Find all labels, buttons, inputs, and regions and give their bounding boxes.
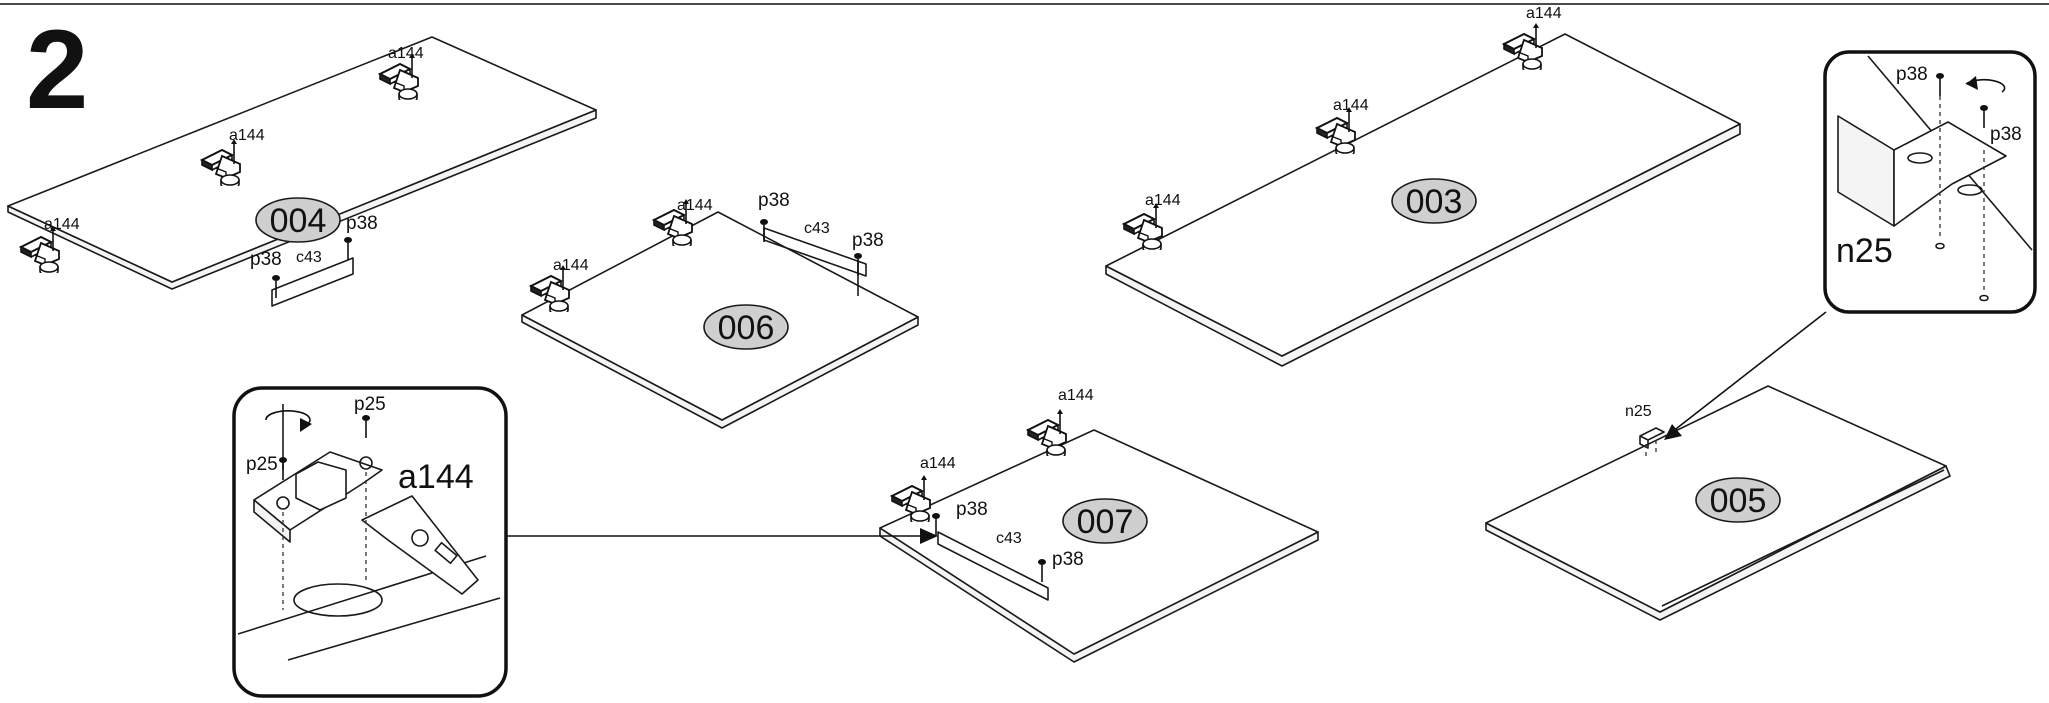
hinge-label: a144: [1333, 97, 1369, 114]
callout-bracket-arrow: [1664, 311, 1827, 440]
panel-badge: [1391, 178, 1477, 224]
panel-number: 007: [1077, 503, 1134, 541]
screw-label: p38: [250, 249, 282, 270]
hinge-label: a144: [44, 216, 80, 233]
rail-c43: [937, 531, 1049, 601]
hinge-label: a144: [553, 257, 589, 274]
panel-number: 003: [1406, 183, 1463, 221]
screw-label: p38: [758, 190, 790, 211]
panel-badge: [1695, 477, 1781, 523]
panel-badge: [703, 304, 789, 350]
rail-label: c43: [804, 220, 830, 237]
inset-bracket-detail: p38 p38 n25: [1823, 50, 2037, 314]
rail-label: c43: [296, 249, 322, 266]
panel-badge: [255, 197, 341, 243]
hinge-label: a144: [398, 458, 474, 496]
hinge-label: a144: [229, 127, 265, 144]
rail-label: c43: [996, 530, 1022, 547]
rail-c43: [271, 257, 354, 307]
screw-label: p38: [956, 499, 988, 520]
panel-006: 006 a144 a144 p38 p38 c43: [521, 190, 919, 429]
bracket-label: n25: [1836, 232, 1893, 270]
screw-label: p25: [246, 454, 278, 475]
panel-007: 007 a144 a144 p38 p38 c43: [879, 387, 1319, 663]
screw-label: p38: [1052, 549, 1084, 570]
screw-label: p38: [852, 230, 884, 251]
screw-label: p38: [1990, 124, 2022, 145]
callout-hinge-arrow: [506, 528, 938, 544]
inset-hinge-detail: p25 p25 a144: [232, 386, 508, 698]
hinge-label: a144: [388, 45, 424, 62]
panel-number: 004: [270, 202, 327, 240]
panel-003: 003 a144 a144 a144: [1105, 5, 1741, 367]
hinge-label: a144: [1058, 387, 1094, 404]
panel-004: 004 a144 a144 a144 p38 p38 c43: [7, 36, 597, 307]
screw-label: p25: [354, 394, 386, 415]
panel-badge: [1062, 498, 1148, 544]
bracket-label: n25: [1625, 403, 1652, 420]
hinge-label: a144: [677, 197, 713, 214]
step-number: 2: [26, 7, 88, 132]
panel-number: 006: [718, 309, 775, 347]
panel-number: 005: [1710, 482, 1767, 520]
bracket-n25: [1639, 427, 1665, 449]
hinge-label: a144: [920, 455, 956, 472]
screw-label: p38: [346, 213, 378, 234]
hinge-label: a144: [1145, 192, 1181, 209]
panel-005: 005 n25: [1485, 385, 1951, 621]
hinge-label: a144: [1526, 5, 1562, 22]
screw-label: p38: [1896, 64, 1928, 85]
